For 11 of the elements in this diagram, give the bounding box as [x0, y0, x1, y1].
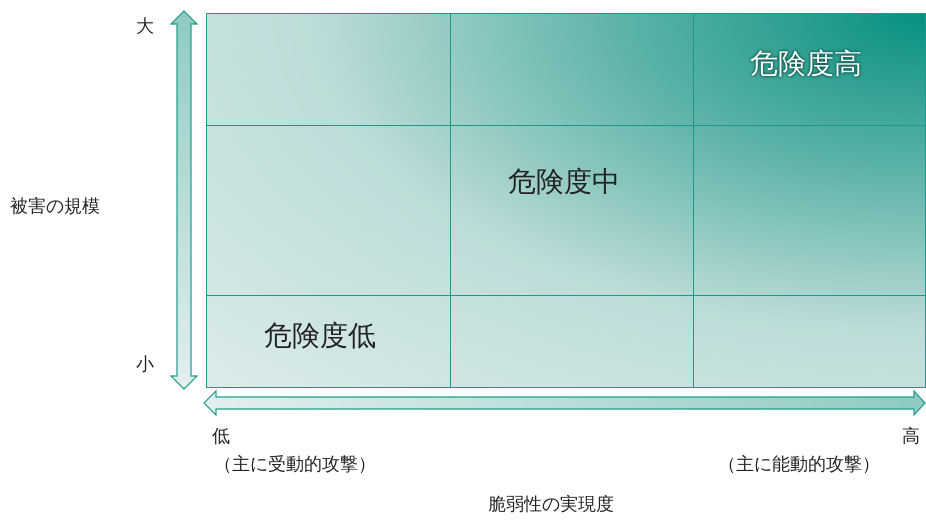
axis-label: （主に能動的攻撃）: [718, 456, 880, 474]
risk-level-label: 危険度低: [264, 322, 376, 350]
axis-label: 小: [136, 356, 154, 374]
axis-label: 被害の規模: [10, 198, 100, 216]
risk-level-label: 危険度中: [508, 168, 620, 196]
risk-level-label: 危険度高: [750, 50, 862, 78]
axis-label: （主に受動的攻撃）: [214, 456, 376, 474]
axis-label: 大: [136, 18, 154, 36]
axis-label: 脆弱性の実現度: [488, 496, 614, 514]
axis-label: 高: [902, 428, 920, 446]
axis-label: 低: [212, 428, 230, 446]
